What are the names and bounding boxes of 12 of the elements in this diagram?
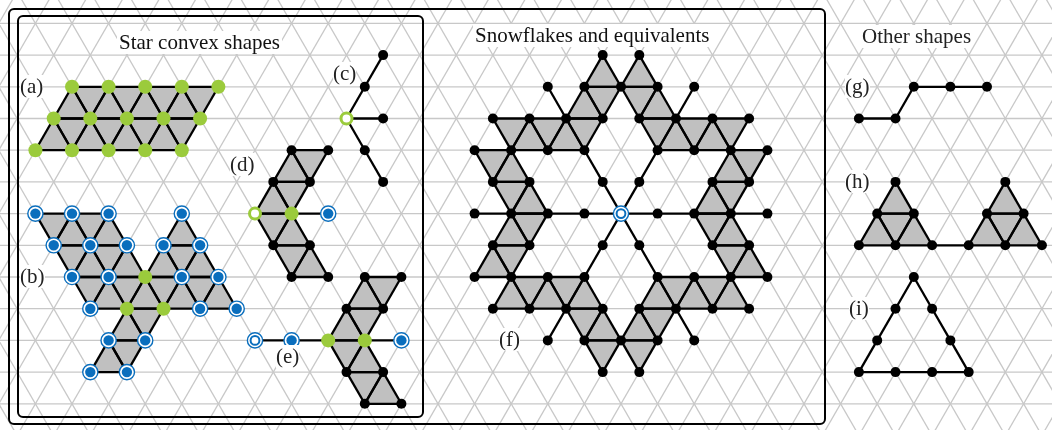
panel-label: (c) [333, 62, 357, 86]
group-title: Star convex shapes [117, 31, 282, 55]
panel-label: (e) [276, 345, 300, 369]
group-title: Snowflakes and equivalents [473, 24, 712, 48]
panel-label: (h) [845, 170, 870, 194]
panel-label: (f) [499, 328, 520, 352]
panel-label: (i) [849, 297, 869, 321]
panel-label: (b) [20, 265, 45, 289]
section-title: Other shapes [862, 25, 972, 49]
panel-label: (d) [230, 153, 255, 177]
panel-label: (a) [20, 75, 44, 99]
panel-label: (g) [845, 75, 870, 99]
